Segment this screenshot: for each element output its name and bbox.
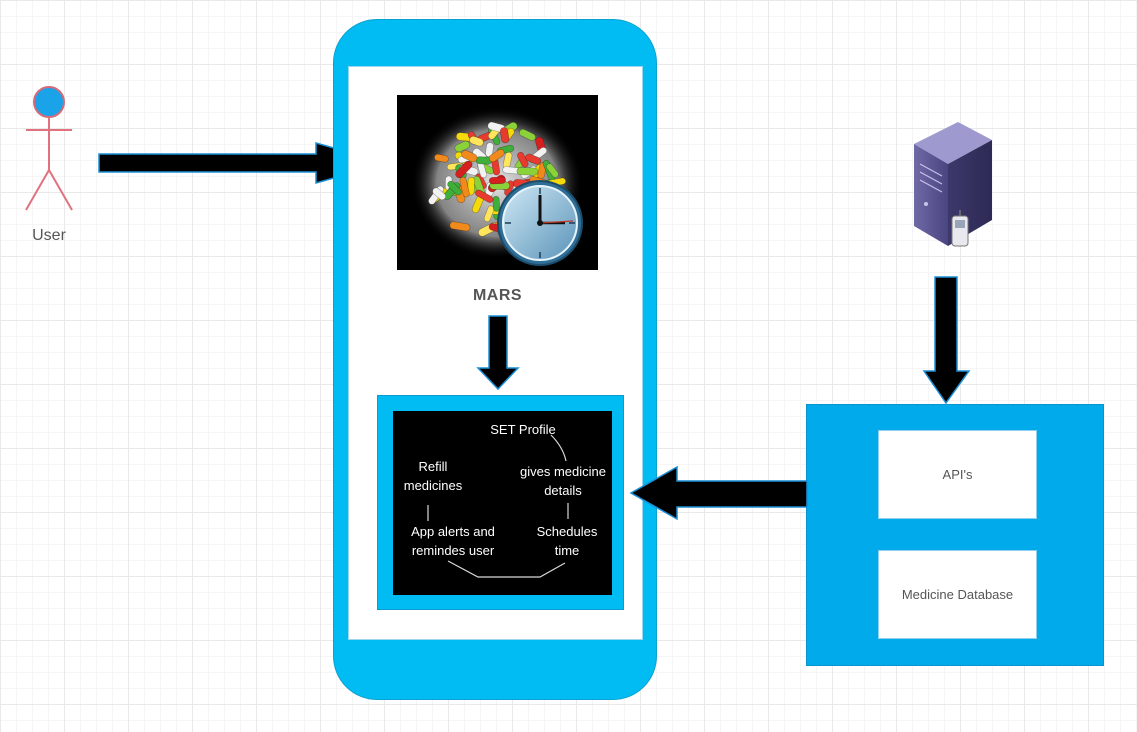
user-label: User <box>32 227 66 244</box>
pill-shape <box>516 167 539 176</box>
api-block: API's <box>878 430 1037 519</box>
pill-shape <box>475 189 494 203</box>
flow-node-schedules-line2: time <box>554 543 580 558</box>
app-logo-image <box>397 95 598 270</box>
pill-shape <box>492 195 500 212</box>
pill-shape <box>449 221 471 232</box>
user-actor-icon <box>25 86 73 211</box>
pill-shape <box>434 153 449 163</box>
arrow-backend-to-flow <box>629 465 808 521</box>
flow-node-schedules-line1: Schedules <box>536 524 598 539</box>
flow-node-refill-line2: medicines <box>403 478 463 493</box>
pill-shape <box>467 176 475 196</box>
flow-connectors <box>427 434 569 578</box>
pill-shape <box>461 150 478 163</box>
feature-flow-canvas: SET Profile Refill medicines gives medic… <box>393 411 612 595</box>
flow-node-refill-line1: Refill <box>418 459 448 474</box>
pill-shape <box>469 135 484 147</box>
pill-shape <box>447 180 462 196</box>
pill-shape <box>483 205 495 223</box>
app-name: MARS <box>472 287 523 304</box>
pill-shape <box>455 160 473 179</box>
flow-node-gives-line1: gives medicine <box>520 464 606 479</box>
arrow-app-to-flow <box>476 315 520 391</box>
pill-shape <box>454 140 471 153</box>
flow-node-alerts-line2: remindes user <box>411 543 495 558</box>
arrow-server-to-backend <box>922 276 971 405</box>
medicine-database-block: Medicine Database <box>878 550 1037 639</box>
pill-shape <box>519 128 536 141</box>
pill-shape <box>499 127 510 144</box>
pill-shape <box>488 176 506 185</box>
pill-shape <box>525 153 542 165</box>
flow-node-alerts-line1: App alerts and <box>411 524 495 539</box>
pill-shape <box>485 142 494 158</box>
pill-shape <box>432 187 446 201</box>
pill-shape <box>546 163 559 178</box>
flow-node-set-profile: SET Profile <box>490 422 556 437</box>
pill-shape <box>488 148 505 163</box>
flow-node-gives-line2: details <box>544 483 582 498</box>
pill-shape <box>459 176 470 198</box>
server-icon <box>914 122 992 247</box>
